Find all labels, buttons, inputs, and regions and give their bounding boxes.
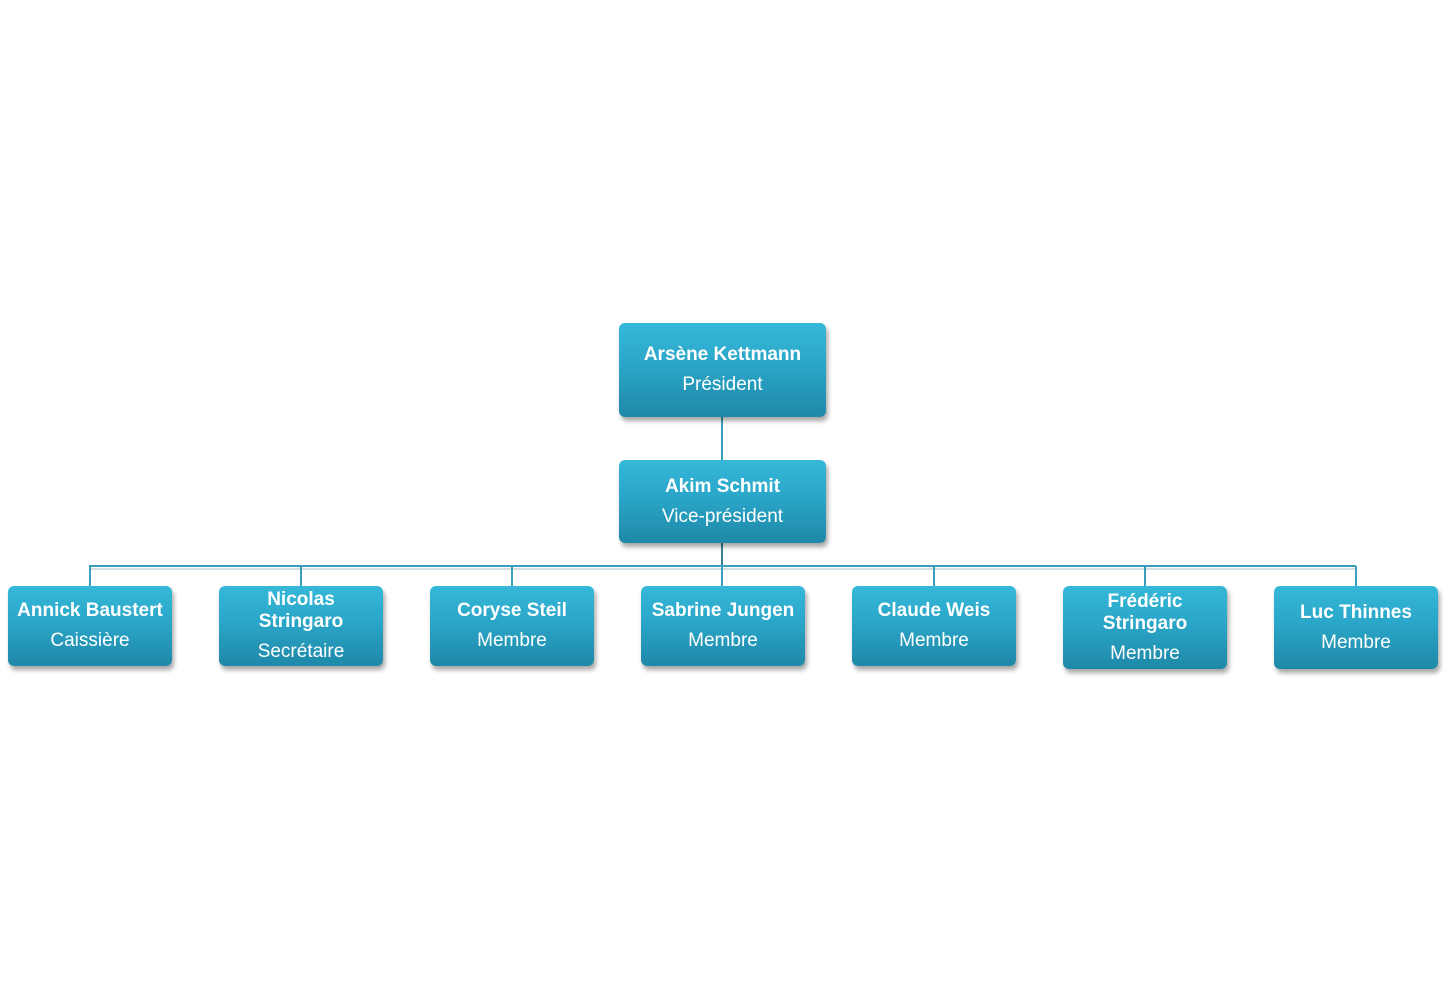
node-role: Membre	[1110, 642, 1180, 664]
org-node-member: Annick Baustert Caissière	[8, 586, 172, 666]
node-name: Coryse Steil	[457, 600, 567, 621]
node-role: Membre	[1321, 631, 1391, 653]
node-name: Frédéric Stringaro	[1102, 590, 1188, 634]
org-node-president: Arsène Kettmann Président	[619, 323, 826, 417]
node-role: Membre	[688, 630, 758, 651]
org-node-member: Coryse Steil Membre	[430, 586, 594, 666]
node-role: Membre	[477, 630, 547, 651]
node-role: Secrétaire	[257, 641, 345, 662]
node-name: Claude Weis	[877, 600, 991, 621]
org-node-vice-president: Akim Schmit Vice-président	[619, 460, 826, 543]
node-role: Caissière	[50, 630, 130, 651]
node-name: Sabrine Jungen	[651, 600, 795, 621]
node-name: Akim Schmit	[664, 475, 781, 497]
node-role: Membre	[899, 630, 969, 651]
node-role: Président	[682, 374, 763, 395]
org-node-member: Frédéric Stringaro Membre	[1063, 586, 1227, 669]
node-role: Vice-président	[661, 505, 784, 527]
node-name: Nicolas Stringaro	[258, 589, 344, 632]
node-name: Annick Baustert	[17, 600, 163, 621]
org-node-member: Luc Thinnes Membre	[1274, 586, 1438, 669]
org-node-member: Nicolas Stringaro Secrétaire	[219, 586, 383, 666]
org-node-member: Claude Weis Membre	[852, 586, 1016, 666]
node-name: Arsène Kettmann	[643, 344, 802, 365]
node-name: Luc Thinnes	[1300, 601, 1412, 623]
org-node-member: Sabrine Jungen Membre	[641, 586, 805, 666]
